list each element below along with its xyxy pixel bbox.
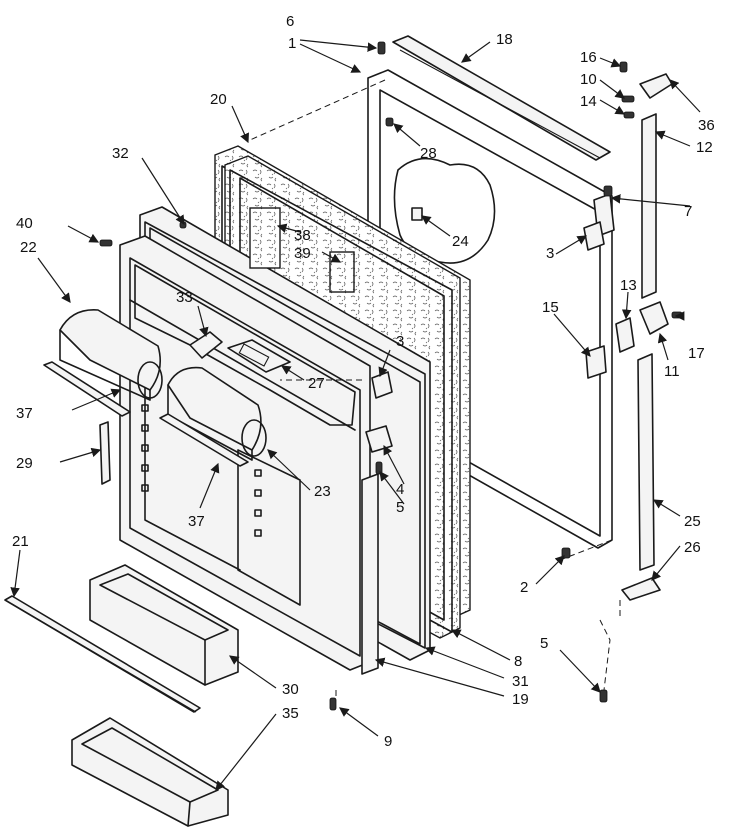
callout-29: 29 <box>16 455 33 472</box>
hinge-bracket-13 <box>615 317 635 353</box>
callout-10: 10 <box>580 71 597 88</box>
callout-14: 14 <box>580 93 597 110</box>
callout-3-upper: 3 <box>546 245 554 262</box>
callout-21: 21 <box>12 533 29 550</box>
callout-6: 6 <box>286 13 294 30</box>
liner-side-strip <box>361 473 379 675</box>
callout-30: 30 <box>282 681 299 698</box>
callout-5-center: 5 <box>396 499 404 516</box>
plate-27-inner <box>238 343 270 367</box>
hinge-bracket-15 <box>585 345 607 379</box>
callout-16: 16 <box>580 49 597 66</box>
callout-18: 18 <box>496 31 513 48</box>
callout-5-lower: 5 <box>540 635 548 652</box>
callout-13: 13 <box>620 277 637 294</box>
callout-35: 35 <box>282 705 299 722</box>
callout-17: 17 <box>688 345 705 362</box>
callout-1: 1 <box>288 35 296 52</box>
leader-lines <box>10 39 701 791</box>
callout-labels: 6 1 18 16 10 14 36 12 28 20 32 40 22 7 2… <box>12 13 715 750</box>
insert-38 <box>249 207 281 269</box>
callout-15: 15 <box>542 299 559 316</box>
door-rail-edge <box>11 603 197 713</box>
callout-37-upper: 37 <box>16 405 33 422</box>
door-bin-upper <box>89 564 239 686</box>
callout-37-lower: 37 <box>188 513 205 530</box>
bottom-hinge <box>621 577 661 601</box>
plate-27 <box>227 339 291 373</box>
callout-12: 12 <box>696 139 713 156</box>
top-hinge <box>639 73 673 99</box>
callout-3-center: 3 <box>396 333 404 350</box>
door-bin-lower <box>71 717 229 827</box>
hinge-bracket-3-upper <box>583 221 605 251</box>
callout-9: 9 <box>384 733 392 750</box>
hinge-bracket-11 <box>639 301 669 335</box>
foam-clip <box>411 207 423 221</box>
callout-20: 20 <box>210 91 227 108</box>
assembly-lines <box>249 79 621 700</box>
callout-4: 4 <box>396 481 404 498</box>
top-trim-strip <box>392 35 611 161</box>
callout-8: 8 <box>514 653 522 670</box>
callout-19: 19 <box>512 691 529 708</box>
callout-27: 27 <box>308 375 325 392</box>
shelf-retainer-lower <box>159 413 249 467</box>
callout-32: 32 <box>112 145 129 162</box>
callout-24: 24 <box>452 233 469 250</box>
callout-33: 33 <box>176 289 193 306</box>
insert-39 <box>329 251 355 293</box>
callout-22: 22 <box>20 239 37 256</box>
callout-40: 40 <box>16 215 33 232</box>
hinge-side-strip-upper <box>641 113 657 299</box>
callout-38: 38 <box>294 227 311 244</box>
callout-28: 28 <box>420 145 437 162</box>
callout-25: 25 <box>684 513 701 530</box>
callout-11: 11 <box>664 363 680 380</box>
foam-cutaway <box>393 157 496 264</box>
callout-31: 31 <box>512 673 529 690</box>
hinge-side-trim-strip <box>637 353 655 571</box>
callout-36: 36 <box>698 117 715 134</box>
callout-23: 23 <box>314 483 331 500</box>
door-rail <box>4 595 201 713</box>
shelf-retainer-upper <box>43 361 131 417</box>
callout-7: 7 <box>684 203 692 220</box>
bracket-29 <box>99 421 111 485</box>
callout-2: 2 <box>520 579 528 596</box>
shelf-support-holes <box>141 404 262 537</box>
callout-39: 39 <box>294 245 311 262</box>
dairy-compartment-door-lower <box>167 366 267 461</box>
dairy-compartment-door-upper <box>59 309 163 401</box>
callout-26: 26 <box>684 539 701 556</box>
